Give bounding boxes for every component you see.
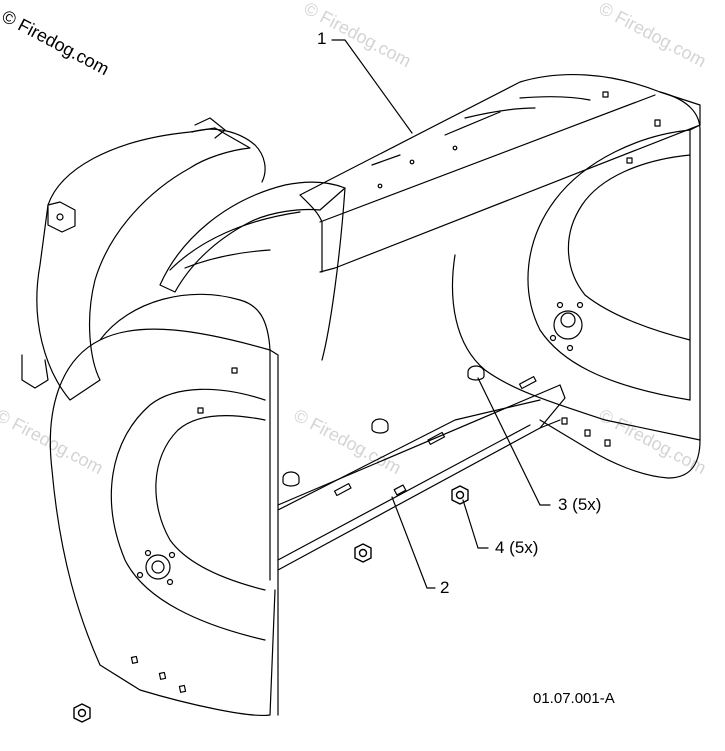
right-side-outer <box>539 91 701 479</box>
inner-baffle <box>159 181 346 293</box>
scraper-end <box>539 384 566 429</box>
channel-hole-b <box>377 183 383 189</box>
lower-bracket <box>21 354 49 389</box>
right-side-front-edge <box>689 124 701 401</box>
scraper-front-edge <box>277 424 531 561</box>
mount-bracket <box>47 201 76 233</box>
right-bolt-4 <box>556 301 564 309</box>
right-bolt-3 <box>566 344 574 352</box>
slot-l1 <box>130 655 139 664</box>
top-channel-slot <box>444 111 501 136</box>
top-channel-groove2 <box>519 96 591 101</box>
slot-r1 <box>654 119 661 127</box>
scraper-slot-3 <box>518 375 537 390</box>
right-side-inner-curve2 <box>567 154 691 341</box>
top-channel-upper <box>299 73 701 196</box>
right-side-inner-curve <box>527 129 691 401</box>
channel-hole-c <box>452 145 458 151</box>
bolt-head-3 <box>467 365 485 381</box>
left-side-outer <box>49 328 276 717</box>
slot-l4 <box>231 367 238 374</box>
left-bearing-outer <box>145 554 171 580</box>
left-front-edge <box>269 349 279 716</box>
callout-3: 3 (5x) <box>558 495 602 514</box>
hex-nut-2 <box>354 543 372 563</box>
slot-r6 <box>602 91 609 98</box>
cable-tab <box>194 117 226 139</box>
left-inner-curve2 <box>155 415 266 591</box>
inner-baffle-rib2 <box>184 249 271 269</box>
callout-4: 4 (5x) <box>495 538 539 557</box>
leader-4 <box>462 499 489 549</box>
left-bolt-1 <box>136 571 144 579</box>
slot-r3 <box>561 417 568 425</box>
scraper-slot-1 <box>333 482 352 497</box>
top-channel-slot2 <box>371 154 401 166</box>
top-channel-front-edge <box>319 124 701 273</box>
top-channel-back-fold <box>319 94 656 223</box>
right-bearing-outer <box>553 310 583 340</box>
back-wall-bottom <box>277 399 541 511</box>
scraper-tab <box>393 484 407 496</box>
inner-baffle-rib <box>169 211 301 271</box>
slot-r5 <box>604 439 611 447</box>
hex-nut-3 <box>73 703 91 723</box>
leader-3 <box>477 377 551 506</box>
right-bearing-inner <box>560 312 576 328</box>
back-wall-left-edge <box>321 187 346 361</box>
leader-2 <box>391 496 436 589</box>
slot-l5 <box>197 407 204 414</box>
callout-1: 1 <box>317 29 327 48</box>
right-bolt-2 <box>576 301 584 309</box>
hex-nut-1 <box>451 485 469 505</box>
bolt-head-2 <box>371 418 389 434</box>
bracket-hole <box>56 213 64 221</box>
left-bolt-2 <box>168 551 176 559</box>
callout-2: 2 <box>440 578 450 597</box>
left-bearing-inner <box>151 560 165 574</box>
left-bolt-4 <box>166 578 174 586</box>
rear-left-shell <box>36 127 251 401</box>
bolt-head-1 <box>282 471 300 487</box>
slot-r4 <box>584 429 591 437</box>
slot-l3 <box>178 684 187 693</box>
left-side-top <box>99 293 271 581</box>
channel-hole-a <box>409 159 415 165</box>
leader-1 <box>331 39 413 134</box>
slot-r2 <box>626 157 633 164</box>
rear-left-shell-rim <box>191 128 266 183</box>
right-bolt-1 <box>549 334 557 342</box>
scraper-top-edge <box>277 384 561 506</box>
top-channel-fold <box>299 194 323 273</box>
left-inner-curve <box>110 388 266 641</box>
left-bolt-3 <box>144 549 152 557</box>
top-channel-groove <box>464 107 536 119</box>
document-number: 01.07.001-A <box>533 690 615 707</box>
housing-floor-right <box>451 254 701 441</box>
slot-l2 <box>158 671 167 680</box>
scraper-slot-2 <box>427 431 446 446</box>
